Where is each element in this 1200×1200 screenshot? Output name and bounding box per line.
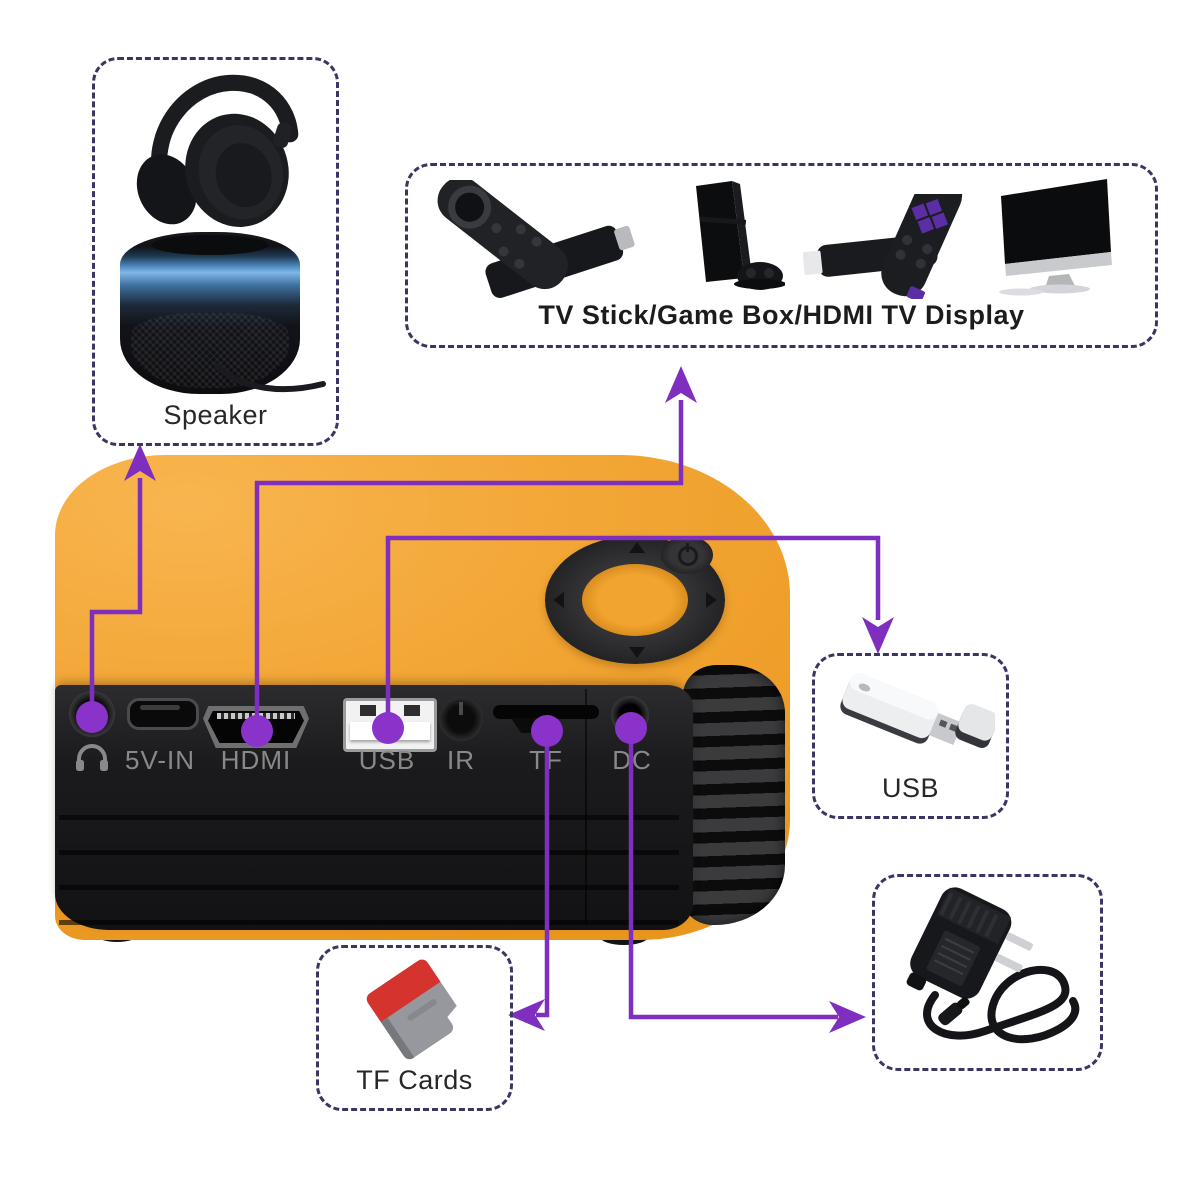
dpad-down-icon [629,647,645,658]
ir-sensor [439,697,483,741]
dpad-right-icon [706,592,717,608]
power-icon [678,543,698,566]
port-label-5v-in: 5V-IN [124,745,196,775]
dpad-center [582,564,688,636]
tf-card-slot [493,705,599,719]
arrowheads [124,366,894,1033]
usb-port-contact [360,705,376,716]
dot-headphone [76,701,108,733]
speaker-label: Speaker [163,400,268,430]
port-marker-dots [76,701,647,747]
power-button [661,536,713,574]
tv-devices-row [408,166,1155,345]
usb-label: USB [881,773,940,803]
line-dc-to-power-box [628,728,838,1020]
dpad-left-icon [553,592,564,608]
arrowhead-up-speaker [124,444,156,481]
side-vents [683,665,785,925]
arrowhead-up-tv [665,366,697,403]
dpad-up-icon [629,542,645,553]
5v-in-port [127,698,199,730]
usb-callout-box: USB [812,653,1009,819]
tf-card-illustration [366,959,457,1060]
tv-stick-remote-illustration [437,180,635,298]
port-label-ir: IR [447,745,475,775]
power-adapter-illustration [906,887,1080,1044]
tf-callout-box: TF Cards [316,945,513,1111]
monitor-illustration [999,179,1112,296]
headphones-icon [76,744,108,771]
tv-callout-box: TV Stick/Game Box/HDMI TV Display [405,163,1158,348]
line-tf-to-tf-box [536,731,550,1018]
usb-port-contact [404,705,420,716]
port-label-usb: USB [358,745,416,775]
port-panel: 5V-IN HDMI USB IR TF DC [55,685,693,930]
dot-dc [615,712,647,744]
tf-label: TF Cards [356,1065,473,1095]
speaker-cable [214,363,326,393]
connector-lines [89,400,881,1020]
arrowhead-left-tf [508,999,545,1031]
game-console-illustration [696,181,785,290]
line-hdmi-to-tv [254,400,684,731]
usb-drive-illustration [840,673,995,748]
smart-speaker-illustration [120,232,300,394]
headphones-illustration [136,74,299,227]
dot-usb [372,712,404,744]
line-headphone-to-speaker [89,478,143,717]
speaker-callout-box: Speaker [92,57,339,446]
power-callout-box [872,874,1103,1071]
port-label-hdmi: HDMI [220,745,292,775]
arrowhead-down-usb [862,617,894,654]
dot-hdmi [241,715,273,747]
line-usb-to-usb-box [385,535,881,728]
dot-tf [531,715,563,747]
streaming-stick-remote-illustration [803,194,963,299]
tv-label: TV Stick/Game Box/HDMI TV Display [538,300,1025,330]
arrowhead-right-power [829,1001,866,1033]
panel-grooves [59,785,679,927]
